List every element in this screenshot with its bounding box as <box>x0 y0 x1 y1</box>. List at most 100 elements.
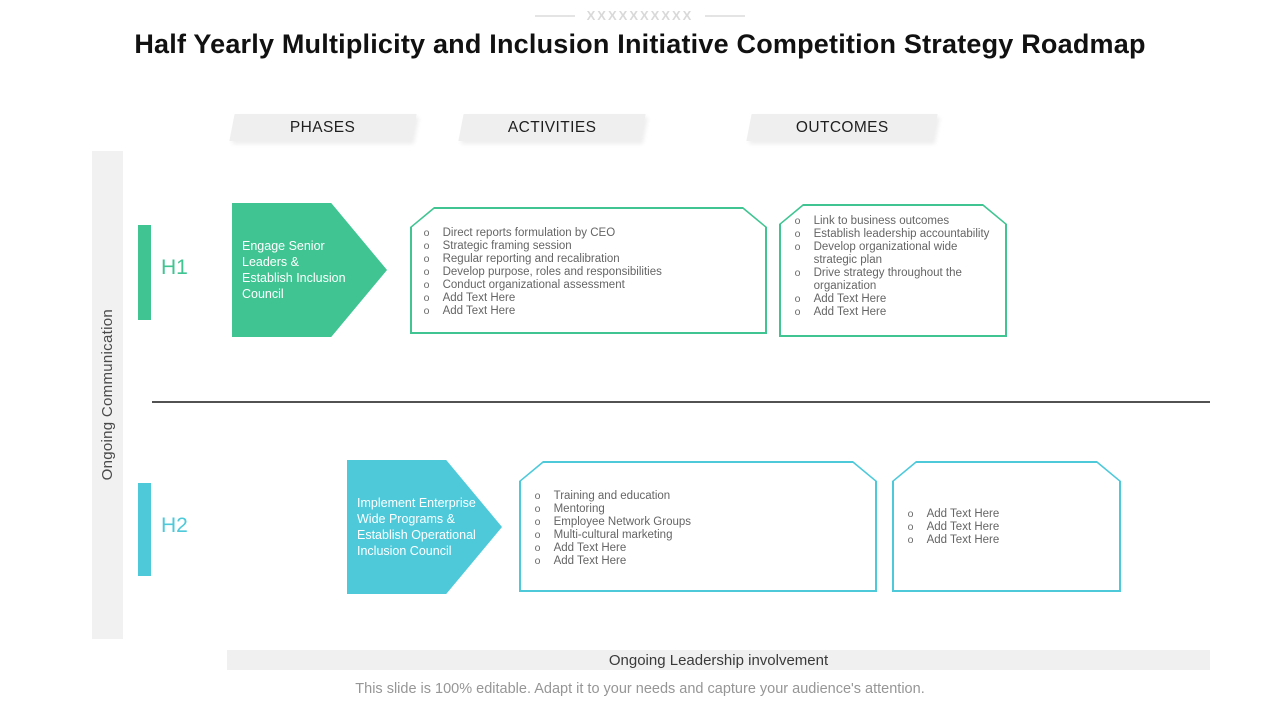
bullet-icon: o <box>794 292 801 305</box>
bullet-icon: o <box>794 227 801 240</box>
list-item: o Training and education <box>535 490 862 503</box>
h1-phase-text: Engage Senior Leaders & Establish Inclus… <box>242 239 346 301</box>
list-item-text: Drive strategy throughout the organizati… <box>813 266 962 292</box>
list-item: o Add Text Here <box>908 521 1110 534</box>
bullet-icon: o <box>534 502 541 515</box>
list-item: o Mentoring <box>535 503 862 516</box>
list-item: o Regular reporting and recalibration <box>424 253 752 266</box>
list-item-text: Conduct organizational assessment <box>442 278 625 291</box>
decor-dash-right <box>705 14 746 17</box>
page-title: Half Yearly Multiplicity and Inclusion I… <box>134 29 1146 59</box>
bullet-icon: o <box>534 554 541 567</box>
h2-phase-text: Implement Enterprise Wide Programs & Est… <box>357 496 476 558</box>
top-decoration: XXXXXXXXXX <box>0 8 1280 23</box>
row-divider <box>152 401 1210 403</box>
list-item-text: Add Text Here <box>442 291 516 304</box>
bullet-icon: o <box>423 252 430 265</box>
h2-phase-arrow: Implement Enterprise Wide Programs & Est… <box>347 460 502 594</box>
h2-accent-bar <box>138 483 151 576</box>
decor-dash-left <box>534 14 575 17</box>
ongoing-leadership-banner: Ongoing Leadership involvement <box>227 650 1210 670</box>
list-item-text: Add Text Here <box>442 304 516 317</box>
bullet-icon: o <box>534 541 541 554</box>
h2-label: H2 <box>161 514 188 537</box>
list-item-text: Direct reports formulation by CEO <box>442 226 616 239</box>
bullet-icon: o <box>534 489 541 502</box>
ongoing-communication-label: Ongoing Communication <box>99 309 116 481</box>
list-item-text: Add Text Here <box>926 507 1000 520</box>
bullet-icon: o <box>423 304 430 317</box>
list-item: o Multi-cultural marketing <box>535 529 862 542</box>
list-item: o Add Text Here <box>424 305 752 318</box>
list-item: o Drive strategy throughout the organizat… <box>795 267 996 293</box>
list-item: o Employee Network Groups <box>535 516 862 529</box>
list-item: o Develop organizational wide strategic p… <box>795 241 996 267</box>
bullet-icon: o <box>794 266 801 279</box>
h1-label: H1 <box>161 256 188 279</box>
list-item-text: Strategic framing session <box>442 239 572 252</box>
bullet-icon: o <box>423 291 430 304</box>
list-item-text: Training and education <box>553 489 671 502</box>
list-item-text: Employee Network Groups <box>553 515 692 528</box>
list-item-text: Establish leadership accountability <box>813 227 990 240</box>
bullet-icon: o <box>534 515 541 528</box>
list-item: o Add Text Here <box>795 306 996 319</box>
list-item: o Add Text Here <box>535 542 862 555</box>
list-item-text: Add Text Here <box>926 520 1000 533</box>
h1-accent-bar <box>138 225 151 320</box>
bullet-icon: o <box>907 520 914 533</box>
list-item-text: Regular reporting and recalibration <box>442 252 620 265</box>
list-item: o Develop purpose, roles and responsibili… <box>424 266 752 279</box>
list-item: o Add Text Here <box>424 292 752 305</box>
bullet-icon: o <box>423 265 430 278</box>
list-item: o Conduct organizational assessment <box>424 279 752 292</box>
column-header-phases-label: PHASES <box>290 118 356 136</box>
list-item-text: Mentoring <box>553 502 605 515</box>
list-item: o Link to business outcomes <box>795 215 996 228</box>
list-item-text: Add Text Here <box>553 541 627 554</box>
bullet-icon: o <box>534 528 541 541</box>
bullet-icon: o <box>423 226 430 239</box>
list-item-text: Link to business outcomes <box>813 214 950 227</box>
column-header-outcomes-label: OUTCOMES <box>795 118 889 136</box>
column-header-phases: PHASES <box>229 114 417 141</box>
list-item: o Add Text Here <box>795 293 996 306</box>
list-item: o Add Text Here <box>908 534 1110 547</box>
bullet-icon: o <box>794 240 801 253</box>
ongoing-leadership-label: Ongoing Leadership involvement <box>608 651 829 669</box>
column-header-activities: ACTIVITIES <box>458 114 646 141</box>
bullet-icon: o <box>423 278 430 291</box>
h1-phase-arrow: Engage Senior Leaders & Establish Inclus… <box>232 203 387 337</box>
list-item-text: Add Text Here <box>926 533 1000 546</box>
column-header-outcomes: OUTCOMES <box>746 114 938 141</box>
editable-note: This slide is 100% editable. Adapt it to… <box>355 681 925 697</box>
bullet-icon: o <box>794 305 801 318</box>
list-item: o Add Text Here <box>908 508 1110 521</box>
column-header-activities-label: ACTIVITIES <box>507 118 597 136</box>
list-item: o Direct reports formulation by CEO <box>424 227 752 240</box>
bullet-icon: o <box>794 214 801 227</box>
bullet-icon: o <box>907 533 914 546</box>
list-item: o Establish leadership accountability <box>795 228 996 241</box>
bullet-icon: o <box>907 507 914 520</box>
ongoing-communication-rail: Ongoing Communication <box>92 151 123 639</box>
list-item-text: Multi-cultural marketing <box>553 528 673 541</box>
list-item-text: Develop purpose, roles and responsibilit… <box>442 265 662 278</box>
list-item-text: Add Text Here <box>813 292 887 305</box>
list-item-text: Add Text Here <box>813 305 887 318</box>
decor-placeholder-text: XXXXXXXXXX <box>586 8 694 23</box>
list-item-text: Develop organizational wide strategic pl… <box>813 240 958 266</box>
